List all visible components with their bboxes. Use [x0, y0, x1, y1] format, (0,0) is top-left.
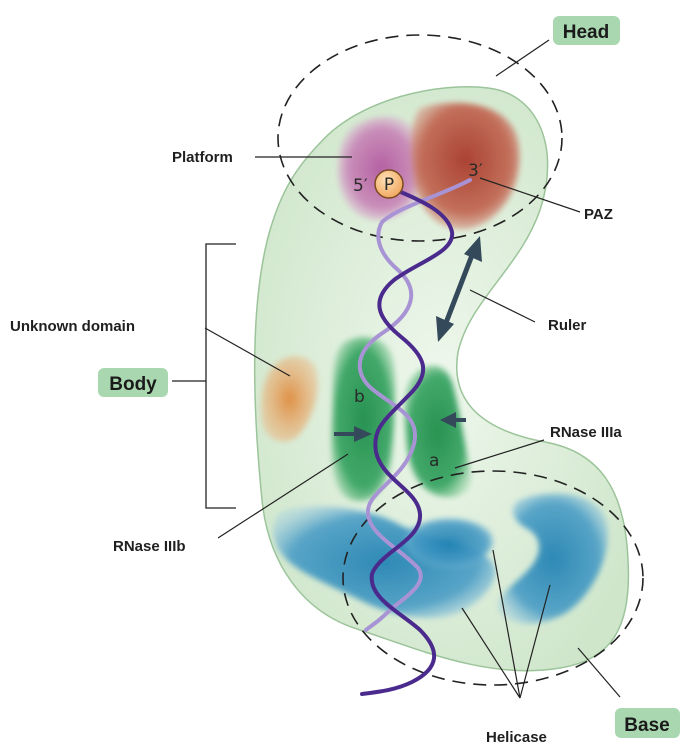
head-leader	[496, 40, 549, 76]
rnase-iiia-label: RNase IIIa	[550, 424, 622, 441]
rnase-iiib-label: RNase IIIb	[113, 538, 186, 555]
ruler-label: Ruler	[548, 317, 587, 334]
base-leader	[578, 648, 620, 697]
body-bracket	[206, 244, 236, 508]
platform-label: Platform	[172, 149, 233, 166]
helicase-label: Helicase	[486, 729, 547, 746]
unknown-domain-label: Unknown domain	[10, 318, 135, 335]
paz-label: PAZ	[584, 206, 613, 223]
domain-letter-a: a	[429, 451, 439, 471]
base-tag-label: Base	[624, 715, 669, 736]
five-prime-label: 5′	[353, 176, 368, 196]
phosphate-label: P	[384, 175, 394, 195]
body-tag-label: Body	[109, 374, 157, 395]
head-tag-label: Head	[563, 22, 609, 43]
domain-letter-b: b	[354, 387, 365, 407]
